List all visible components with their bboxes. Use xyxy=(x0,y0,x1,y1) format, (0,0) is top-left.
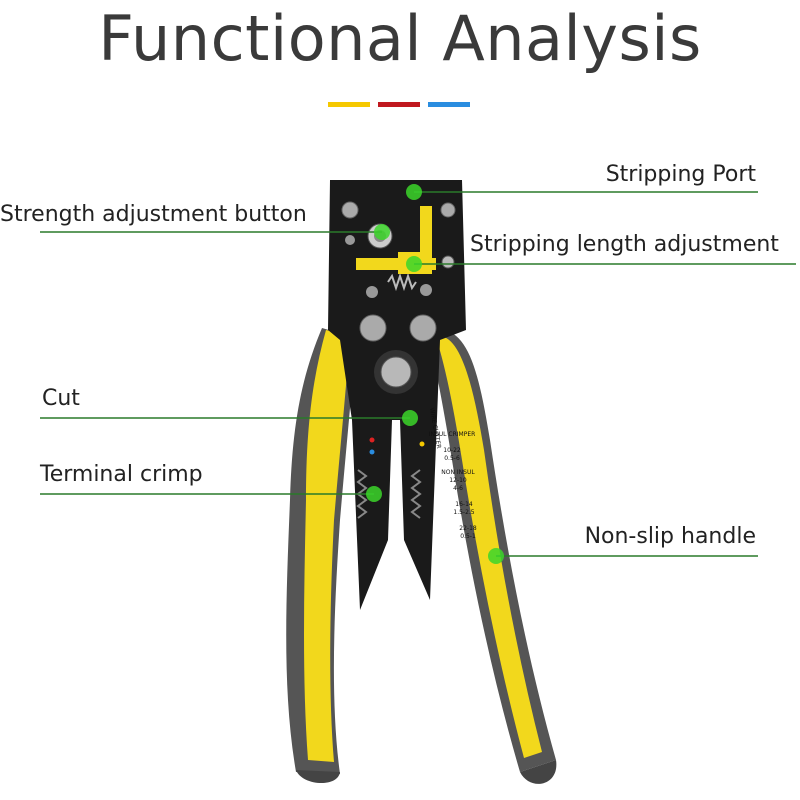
engraving-range-4b: 0.5-1 xyxy=(460,533,476,540)
engraving-range-1b: 0.5-6 xyxy=(444,455,460,462)
label-strength-adjustment-button: Strength adjustment button xyxy=(0,202,307,227)
engraving-range-2a: 12-10 xyxy=(449,477,467,484)
marker-stripping-port xyxy=(406,184,422,200)
label-stripping-length-adjustment: Stripping length adjustment xyxy=(470,232,779,257)
engraving-range-3a: 16-14 xyxy=(455,501,473,508)
left-handle xyxy=(286,328,356,784)
accent-bar-blue xyxy=(428,102,470,107)
engraving-range-4a: 22-18 xyxy=(459,525,477,532)
marker-strength-button xyxy=(374,224,390,240)
page-title: Functional Analysis xyxy=(98,2,702,75)
engraving-range-3b: 1.5-2.5 xyxy=(453,509,474,516)
engraving-non-insul: NON INSUL xyxy=(441,469,475,476)
label-non-slip-handle: Non-slip handle xyxy=(584,524,756,549)
marker-stripping-length xyxy=(406,256,422,272)
label-cut: Cut xyxy=(42,386,80,411)
label-terminal-crimp: Terminal crimp xyxy=(40,462,203,487)
marker-terminal-crimp xyxy=(366,486,382,502)
accent-bar-yellow xyxy=(328,102,370,107)
engraving-insul-crimper: INSUL CRIMPER xyxy=(429,431,476,438)
marker-non-slip-handle xyxy=(488,548,504,564)
marker-cut xyxy=(402,410,418,426)
leader-lines xyxy=(40,191,796,557)
engraving-range-1a: 10-22 xyxy=(443,447,461,454)
markers xyxy=(366,184,504,564)
label-stripping-port: Stripping Port xyxy=(605,162,756,187)
tool-engraving: WIRE CUTTER INSUL CRIMPER 10-22 0.5-6 NO… xyxy=(428,407,477,540)
accent-bar-red xyxy=(378,102,420,107)
engraving-range-2b: 4-6 xyxy=(453,485,463,492)
